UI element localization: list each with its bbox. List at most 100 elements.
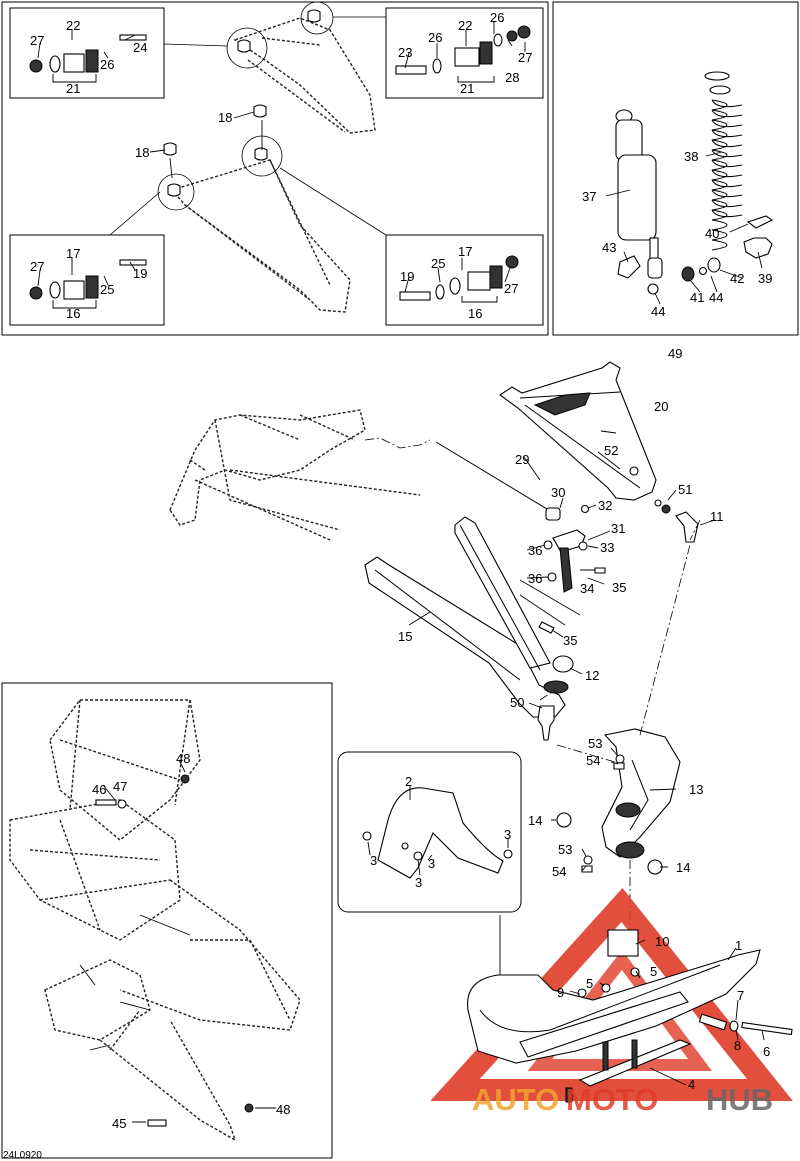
callout-34: 34	[580, 581, 594, 596]
callout-28: 28	[505, 70, 519, 85]
ball-joint	[537, 705, 555, 741]
callout-29: 29	[515, 452, 529, 467]
callout-21b: 21	[460, 81, 474, 96]
sway-bar-link	[435, 441, 553, 513]
callout-44: 44	[709, 290, 723, 305]
callout-51: 51	[678, 482, 692, 497]
callout-52: 52	[604, 443, 618, 458]
callout-45: 45	[112, 1116, 126, 1131]
callout-18b: 18	[135, 145, 149, 160]
callout-37: 37	[582, 189, 596, 204]
retaining-ring	[552, 655, 574, 673]
callout-40: 40	[705, 226, 719, 241]
front-frame-partial-dashed	[169, 409, 421, 541]
tie-rod-end	[629, 466, 699, 543]
callout-12: 12	[585, 668, 599, 683]
watermark-moto: MOTO	[566, 1082, 658, 1117]
callout-36: 36	[528, 543, 542, 558]
callout-46: 46	[92, 782, 106, 797]
callout-49: 49	[668, 346, 682, 361]
spindle-hardware	[556, 754, 663, 875]
callout-3b: 3	[504, 827, 511, 842]
bracket-inset	[337, 751, 522, 913]
callout-35b: 35	[563, 633, 577, 648]
stabilizer-hardware	[519, 504, 606, 634]
detail-hardware-br	[399, 255, 519, 303]
callout-35: 35	[612, 580, 626, 595]
callout-9: 9	[557, 985, 564, 1000]
callout-3: 3	[370, 853, 377, 868]
callout-4: 4	[688, 1077, 695, 1092]
callout-27d: 27	[504, 281, 518, 296]
spindle	[601, 728, 681, 859]
callout-24: 24	[133, 40, 147, 55]
detail-hardware-bl	[29, 259, 147, 309]
link-bushing	[545, 507, 561, 521]
callout-26: 26	[100, 57, 114, 72]
callout-20: 20	[654, 399, 668, 414]
watermark-hub: HUB	[706, 1082, 773, 1117]
callout-5: 5	[586, 976, 593, 991]
watermark-logo: AUTO MOTO HUB	[472, 1082, 773, 1117]
callout-14b: 14	[676, 860, 690, 875]
callout-48b: 48	[276, 1102, 290, 1117]
detail-hardware-tr	[395, 25, 531, 83]
callout-11: 11	[710, 509, 724, 524]
detail-box-top-right	[385, 7, 544, 99]
leader-lines	[37, 22, 765, 1123]
callout-15: 15	[398, 629, 412, 644]
frame-leaders	[79, 914, 191, 1051]
callout-19b: 19	[400, 269, 414, 284]
callout-54b: 54	[552, 864, 566, 879]
callout-16: 16	[66, 306, 80, 321]
callout-17: 17	[66, 246, 80, 261]
callout-1: 1	[735, 938, 742, 953]
watermark-auto: AUTO	[472, 1082, 559, 1117]
callout-47: 47	[113, 779, 127, 794]
callout-5b: 5	[650, 964, 657, 979]
shock-hardware	[617, 255, 721, 295]
frame-hardware	[95, 774, 254, 1127]
callout-50: 50	[510, 695, 524, 710]
callout-22b: 22	[458, 18, 472, 33]
detail-box-bottom-right	[385, 234, 544, 326]
lower-a-arm	[364, 516, 569, 718]
callout-labels: 27 22 24 26 21 22 26 26 23 27 28 21 18 1…	[3, 10, 772, 1161]
callout-17b: 17	[458, 244, 472, 259]
shock-absorber	[615, 109, 663, 279]
diagram-code: 24L0920	[3, 1150, 42, 1161]
callout-32: 32	[598, 498, 612, 513]
callout-39: 39	[758, 271, 772, 286]
callout-33: 33	[600, 540, 614, 555]
shock-panel	[552, 1, 799, 336]
callout-8: 8	[734, 1038, 741, 1053]
callout-27: 27	[30, 33, 44, 48]
callout-30: 30	[551, 485, 565, 500]
upper-a-arm-dashed	[226, 1, 376, 134]
callout-38: 38	[684, 149, 698, 164]
detail-box-top-left	[9, 7, 165, 99]
callout-13: 13	[689, 782, 703, 797]
callout-2: 2	[405, 774, 412, 789]
callout-18: 18	[218, 110, 232, 125]
callout-6: 6	[763, 1044, 770, 1059]
callout-16b: 16	[468, 306, 482, 321]
ski-hardware	[565, 929, 793, 1103]
callout-53: 53	[588, 736, 602, 751]
callout-7: 7	[737, 988, 744, 1003]
callout-19: 19	[133, 266, 147, 281]
upper-a-arm-panel	[1, 1, 549, 336]
callout-23: 23	[398, 45, 412, 60]
callout-44b: 44	[651, 304, 665, 319]
frame-assembly-dashed	[9, 699, 301, 1142]
callout-27c: 27	[30, 259, 44, 274]
callout-27b: 27	[518, 50, 532, 65]
callout-53b: 53	[558, 842, 572, 857]
detail-box-bottom-left	[9, 234, 165, 326]
callout-48: 48	[176, 751, 190, 766]
shock-spring	[704, 71, 774, 259]
callout-3c: 3	[428, 856, 435, 871]
callout-22: 22	[66, 18, 80, 33]
callout-42: 42	[730, 271, 744, 286]
callout-14: 14	[528, 813, 542, 828]
